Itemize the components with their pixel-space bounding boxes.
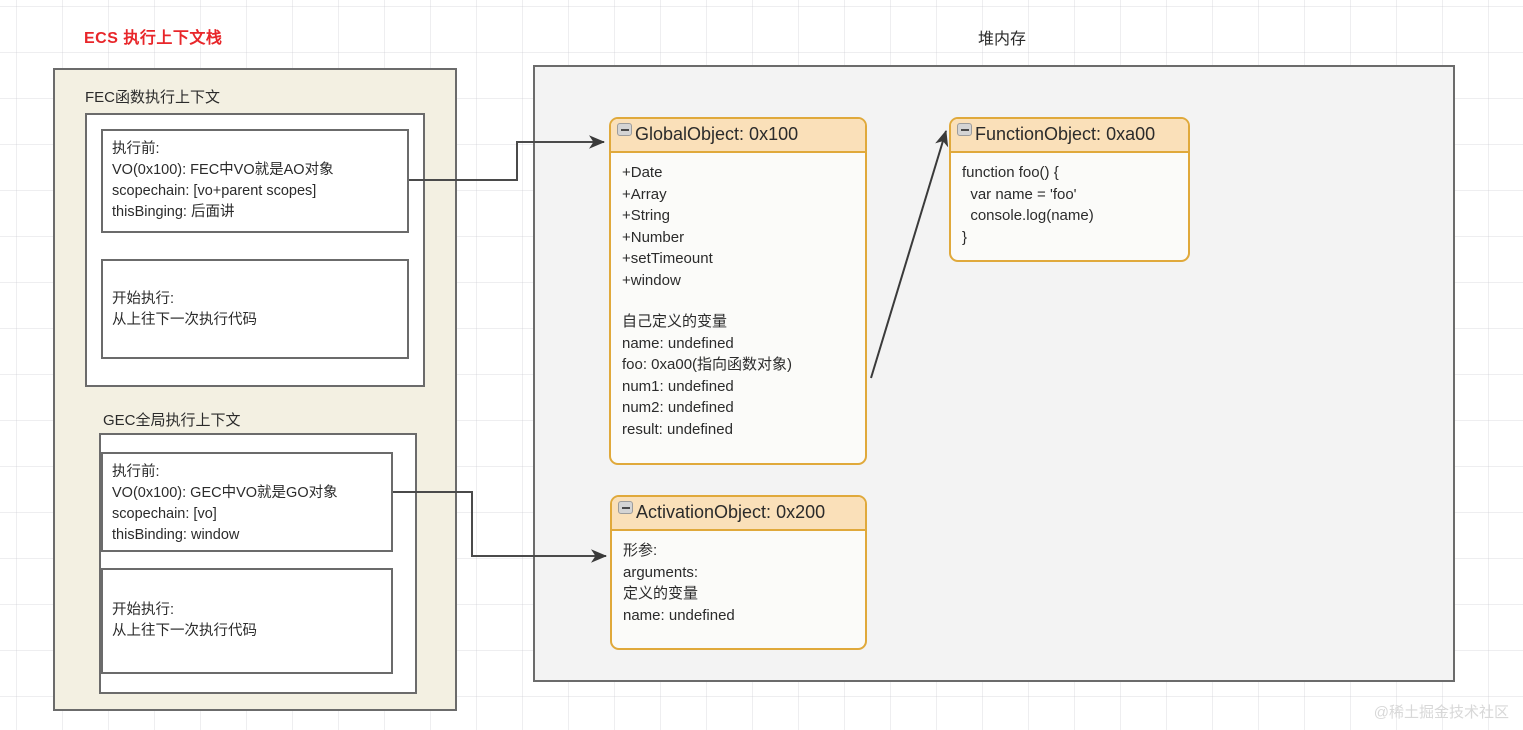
collapse-minus-icon[interactable]: [957, 123, 972, 136]
gec-start-execution-box: 开始执行: 从上往下一次执行代码: [101, 568, 393, 674]
global-object-title: GlobalObject: 0x100: [635, 124, 799, 144]
fec-context-label: FEC函数执行上下文: [85, 89, 221, 106]
text-line: var name = 'foo': [962, 185, 1077, 203]
text-line: VO(0x100): GEC中VO就是GO对象: [112, 485, 338, 501]
text-line: 自己定义的变量: [622, 313, 728, 330]
text-line: +Number: [622, 228, 685, 246]
text-line: VO(0x100): FEC中VO就是AO对象: [112, 162, 334, 178]
text-line: foo: 0xa00(指向函数对象): [622, 356, 793, 373]
function-object-header: FunctionObject: 0xa00: [951, 119, 1188, 153]
activation-object-body: 形参: arguments: 定义的变量 name: undefined: [612, 531, 865, 636]
text-line: 从上往下一次执行代码: [112, 623, 257, 639]
text-line: scopechain: [vo+parent scopes]: [112, 183, 317, 199]
text-line: scopechain: [vo]: [112, 506, 217, 522]
text-line: 开始执行:: [112, 291, 175, 307]
text-line: num1: undefined: [622, 377, 734, 395]
text-line: +setTimeount: [622, 250, 713, 267]
text-line: name: undefined: [622, 334, 734, 352]
collapse-minus-icon[interactable]: [618, 501, 633, 514]
text-line: result: undefined: [622, 420, 733, 438]
fec-before-execution-box: 执行前: VO(0x100): FEC中VO就是AO对象 scopechain:…: [101, 129, 409, 233]
text-line: function foo() {: [962, 164, 1059, 181]
text-line: }: [962, 228, 968, 246]
activation-object-title: ActivationObject: 0x200: [636, 502, 826, 522]
text-line: 开始执行:: [112, 602, 175, 618]
watermark-label: @稀土掘金技术社区: [1373, 704, 1509, 721]
function-object-body: function foo() { var name = 'foo' consol…: [951, 153, 1188, 258]
collapse-minus-icon[interactable]: [617, 123, 632, 136]
text-line: +String: [622, 207, 670, 224]
text-line: thisBinging: 后面讲: [112, 204, 235, 220]
global-object-header: GlobalObject: 0x100: [611, 119, 865, 153]
text-line: 从上往下一次执行代码: [112, 312, 257, 328]
text-line: thisBinding: window: [112, 527, 240, 543]
gec-before-execution-box: 执行前: VO(0x100): GEC中VO就是GO对象 scopechain:…: [101, 452, 393, 552]
text-line: 定义的变量: [623, 585, 699, 602]
heap-title: 堆内存: [978, 31, 1027, 48]
text-line: name: undefined: [623, 606, 735, 624]
global-object-card[interactable]: GlobalObject: 0x100 +Date +Array +String…: [609, 117, 867, 465]
text-line: 执行前:: [112, 464, 160, 480]
function-object-card[interactable]: FunctionObject: 0xa00 function foo() { v…: [949, 117, 1190, 262]
text-line: console.log(name): [962, 207, 1094, 224]
activation-object-header: ActivationObject: 0x200: [612, 497, 865, 531]
text-line: +Array: [622, 185, 667, 203]
text-line: num2: undefined: [622, 399, 734, 416]
gec-context-label: GEC全局执行上下文: [103, 412, 241, 429]
fec-start-execution-box: 开始执行: 从上往下一次执行代码: [101, 259, 409, 359]
activation-object-card[interactable]: ActivationObject: 0x200 形参: arguments: 定…: [610, 495, 867, 650]
text-line: +window: [622, 271, 681, 289]
text-line: arguments:: [623, 563, 699, 581]
text-line: 形参:: [623, 542, 658, 559]
blank-line: [622, 291, 854, 311]
function-object-title: FunctionObject: 0xa00: [975, 124, 1156, 144]
ecs-stack-title: ECS 执行上下文栈: [84, 30, 223, 47]
text-line: 执行前:: [112, 141, 160, 157]
global-object-body: +Date +Array +String +Number +setTimeoun…: [611, 153, 865, 450]
text-line: +Date: [622, 164, 663, 181]
